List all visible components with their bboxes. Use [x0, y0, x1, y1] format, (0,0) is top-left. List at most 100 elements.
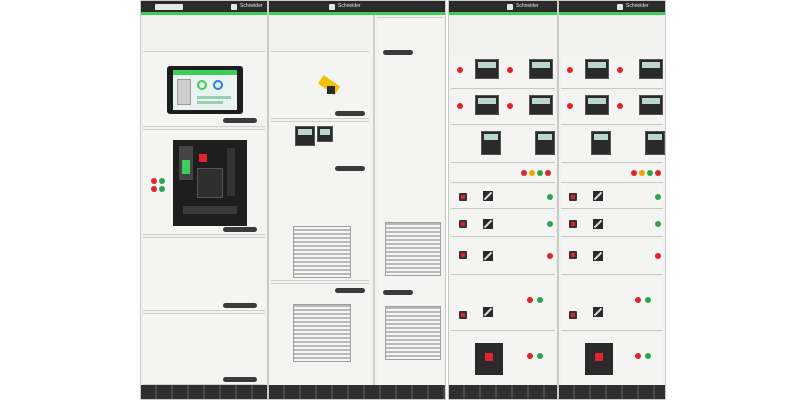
- door-handle[interactable]: [383, 50, 413, 55]
- drawer-module[interactable]: [561, 185, 663, 209]
- drawer-switch-icon[interactable]: [459, 311, 467, 319]
- cabinet-1-main-incomer: Schneider: [140, 0, 268, 400]
- ventilation-grille: [385, 222, 441, 276]
- door-handle[interactable]: [223, 118, 257, 123]
- hmi-touch-screen[interactable]: [167, 66, 243, 114]
- drawer-switch-icon[interactable]: [569, 220, 577, 228]
- status-indicator-strip: [155, 4, 183, 10]
- cabinet-plinth: [449, 385, 557, 399]
- motor-controller-display: [585, 95, 609, 115]
- drawer-module[interactable]: [451, 211, 555, 237]
- indicator-light-red: [527, 297, 533, 303]
- indicator-light-green: [647, 170, 653, 176]
- door-handle[interactable]: [335, 111, 365, 116]
- brand-label: Schneider: [626, 3, 649, 9]
- power-meter-screen: [594, 134, 608, 140]
- breaker-trip-unit-screen: [182, 160, 190, 174]
- drawer-module[interactable]: [561, 211, 663, 237]
- brand-label: Schneider: [240, 3, 263, 9]
- indicator-light-amber: [529, 170, 535, 176]
- drawer-module[interactable]: [561, 55, 663, 89]
- door-hmi: [143, 51, 265, 127]
- power-meter-screen: [298, 129, 312, 135]
- motor-controller-screen: [532, 98, 550, 104]
- rotary-selector-icon[interactable]: [483, 251, 493, 261]
- indicator-light-red: [151, 186, 157, 192]
- rotary-selector-icon[interactable]: [593, 219, 603, 229]
- motor-controller-display: [529, 59, 553, 79]
- accent-stripe: [141, 12, 267, 15]
- breaker-handle[interactable]: [227, 148, 235, 196]
- door-lower-1: [143, 237, 265, 311]
- product-badge-icon: [507, 4, 513, 10]
- indicator-light-red: [631, 170, 637, 176]
- drawer-module[interactable]: [451, 333, 555, 387]
- drawer-module[interactable]: [561, 91, 663, 125]
- cabinet-top-bar: Schneider: [449, 1, 557, 15]
- drawer-switch-icon[interactable]: [459, 193, 467, 201]
- drawer-switch-icon[interactable]: [569, 311, 577, 319]
- hmi-value-bar: [197, 96, 231, 99]
- brand-label: Schneider: [516, 3, 539, 9]
- door-handle[interactable]: [335, 288, 365, 293]
- indicator-light-red: [527, 353, 533, 359]
- drawer-switch-icon[interactable]: [569, 193, 577, 201]
- indicator-light-red: [655, 170, 661, 176]
- drawer-module[interactable]: [451, 165, 555, 183]
- brand-label: Schneider: [338, 3, 361, 9]
- motor-controller-screen: [588, 98, 606, 104]
- drawer-module[interactable]: [451, 239, 555, 275]
- motor-controller-display: [639, 95, 663, 115]
- motor-controller-screen: [478, 62, 496, 68]
- power-meter-screen: [320, 129, 330, 135]
- drawer-module[interactable]: [451, 127, 555, 163]
- accent-stripe: [559, 12, 665, 15]
- motor-controller-screen: [642, 62, 660, 68]
- rotary-selector-icon[interactable]: [593, 191, 603, 201]
- drawer-module[interactable]: [451, 55, 555, 89]
- ventilation-grille: [385, 306, 441, 360]
- breaker-red-pushbutton[interactable]: [595, 353, 603, 361]
- door-handle[interactable]: [383, 290, 413, 295]
- drawer-module[interactable]: [451, 277, 555, 331]
- drawer-switch-icon[interactable]: [569, 251, 577, 259]
- motor-controller-display: [475, 59, 499, 79]
- drawer-module[interactable]: [451, 91, 555, 125]
- rotary-selector-icon[interactable]: [483, 307, 493, 317]
- rotary-selector-icon[interactable]: [593, 307, 603, 317]
- power-meter: [591, 131, 611, 155]
- rotary-selector-icon[interactable]: [483, 191, 493, 201]
- product-badge-icon: [617, 4, 623, 10]
- breaker-label: [183, 206, 237, 214]
- rotary-switch-base: [327, 86, 335, 94]
- hmi-header-bar: [173, 70, 237, 75]
- door-handle[interactable]: [223, 227, 257, 232]
- power-meter: [295, 126, 315, 146]
- indicator-light-green: [645, 353, 651, 359]
- breaker-red-pushbutton[interactable]: [199, 154, 207, 162]
- door-handle[interactable]: [223, 303, 257, 308]
- drawer-module[interactable]: [561, 333, 663, 387]
- door-upper-left: [271, 51, 369, 119]
- door-handle[interactable]: [223, 377, 257, 382]
- cabinet-plinth: [559, 385, 665, 399]
- cabinet-top-bar: Schneider: [269, 1, 445, 15]
- rotary-selector-icon[interactable]: [593, 251, 603, 261]
- door-handle[interactable]: [335, 166, 365, 171]
- drawer-module[interactable]: [451, 185, 555, 209]
- drawer-module[interactable]: [561, 239, 663, 275]
- hmi-gauge-icon: [213, 80, 223, 90]
- drawer-module[interactable]: [561, 127, 665, 163]
- breaker-red-pushbutton[interactable]: [485, 353, 493, 361]
- rotary-selector-icon[interactable]: [483, 219, 493, 229]
- drawer-module[interactable]: [561, 165, 663, 183]
- drawer-module[interactable]: [561, 277, 663, 331]
- door-meter-left: [271, 121, 369, 281]
- cabinet-top-bar: Schneider: [559, 1, 665, 15]
- drawer-switch-icon[interactable]: [459, 220, 467, 228]
- molded-case-breaker: [475, 343, 503, 375]
- indicator-light-green: [537, 170, 543, 176]
- ventilation-grille: [293, 226, 351, 278]
- power-meter: [645, 131, 665, 155]
- drawer-switch-icon[interactable]: [459, 251, 467, 259]
